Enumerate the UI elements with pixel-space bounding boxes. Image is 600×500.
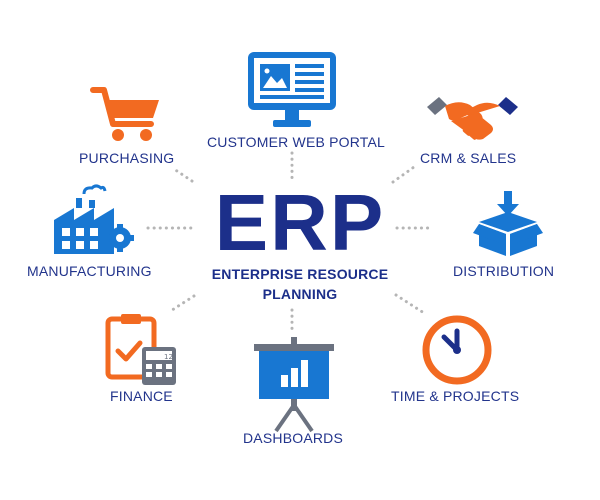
module-label-purchasing: PURCHASING: [79, 150, 175, 166]
erp-subtitle-line1: ENTERPRISE RESOURCE: [211, 266, 389, 282]
clock-icon: [422, 315, 492, 385]
erp-center: ERP ENTERPRISE RESOURCE PLANNING: [190, 183, 410, 303]
box-icon: [473, 191, 543, 256]
module-label-distribution: DISTRIBUTION: [453, 263, 555, 279]
clipboard-calculator-icon: 12: [105, 314, 176, 385]
connector-time-projects: [394, 293, 426, 315]
factory-icon: [54, 184, 134, 254]
module-label-finance: FINANCE: [110, 388, 173, 404]
shopping-cart-icon: [90, 87, 159, 141]
presentation-board-icon: [254, 337, 334, 433]
erp-subtitle-line2: PLANNING: [262, 286, 338, 302]
connector-purchasing: [172, 167, 194, 183]
module-label-customer-web-portal: CUSTOMER WEB PORTAL: [207, 134, 386, 150]
handshake-icon: [427, 97, 518, 140]
module-label-time-projects: TIME & PROJECTS: [391, 388, 520, 404]
module-label-dashboards: DASHBOARDS: [243, 430, 344, 446]
svg-text:12: 12: [164, 353, 173, 361]
erp-title: ERP: [214, 178, 386, 267]
module-label-crm-sales: CRM & SALES: [420, 150, 517, 166]
connector-crm-sales: [391, 165, 416, 184]
connector-finance: [167, 294, 196, 314]
monitor-icon: [248, 52, 336, 127]
module-label-manufacturing: MANUFACTURING: [27, 263, 152, 279]
